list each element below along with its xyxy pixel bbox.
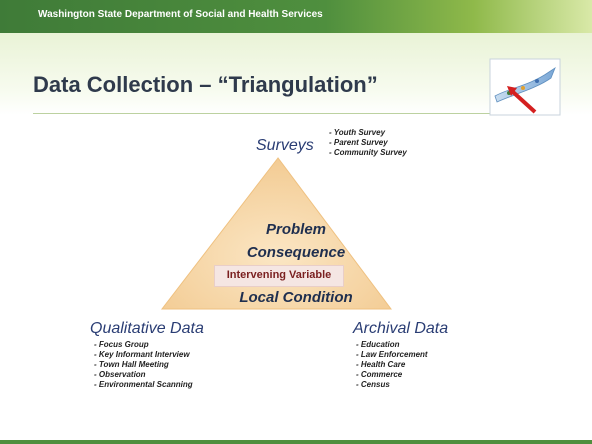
consequence-label: Consequence — [246, 244, 346, 261]
archival-item: - Census — [356, 380, 390, 389]
surveys-list: - Youth Survey - Parent Survey - Communi… — [329, 128, 407, 158]
archival-item: - Health Care — [356, 360, 406, 369]
surveys-item: - Parent Survey — [329, 138, 388, 147]
qualitative-item: - Observation — [94, 370, 146, 379]
logo-image — [489, 58, 561, 116]
qualitative-data-list: - Focus Group - Key Informant Interview … — [94, 340, 193, 390]
surveys-item: - Youth Survey — [329, 128, 386, 137]
archival-item: - Commerce — [356, 370, 403, 379]
qualitative-item: - Key Informant Interview — [94, 350, 190, 359]
top-bar: Washington State Department of Social an… — [0, 0, 592, 33]
surveys-label: Surveys — [256, 137, 314, 154]
intervening-variable-box — [214, 265, 344, 287]
local-condition-label: Local Condition — [239, 289, 353, 306]
qualitative-item: - Town Hall Meeting — [94, 360, 169, 369]
slide-title: Data Collection – “Triangulation” — [33, 72, 378, 97]
qualitative-item: - Environmental Scanning — [94, 380, 193, 389]
archival-item: - Education — [356, 340, 400, 349]
archival-data-list: - Education - Law Enforcement - Health C… — [356, 340, 428, 390]
qualitative-data-label: Qualitative Data — [90, 320, 204, 337]
problem-label: Problem — [265, 221, 326, 238]
surveys-item: - Community Survey — [329, 148, 407, 157]
archival-data-label: Archival Data — [353, 320, 449, 337]
title-divider — [33, 113, 553, 114]
qualitative-item: - Focus Group — [94, 340, 149, 349]
intervening-variable-label: Intervening Variable — [226, 269, 332, 281]
organization-name: Washington State Department of Social an… — [38, 9, 323, 20]
archival-item: - Law Enforcement — [356, 350, 428, 359]
bottom-accent-line — [0, 440, 592, 444]
